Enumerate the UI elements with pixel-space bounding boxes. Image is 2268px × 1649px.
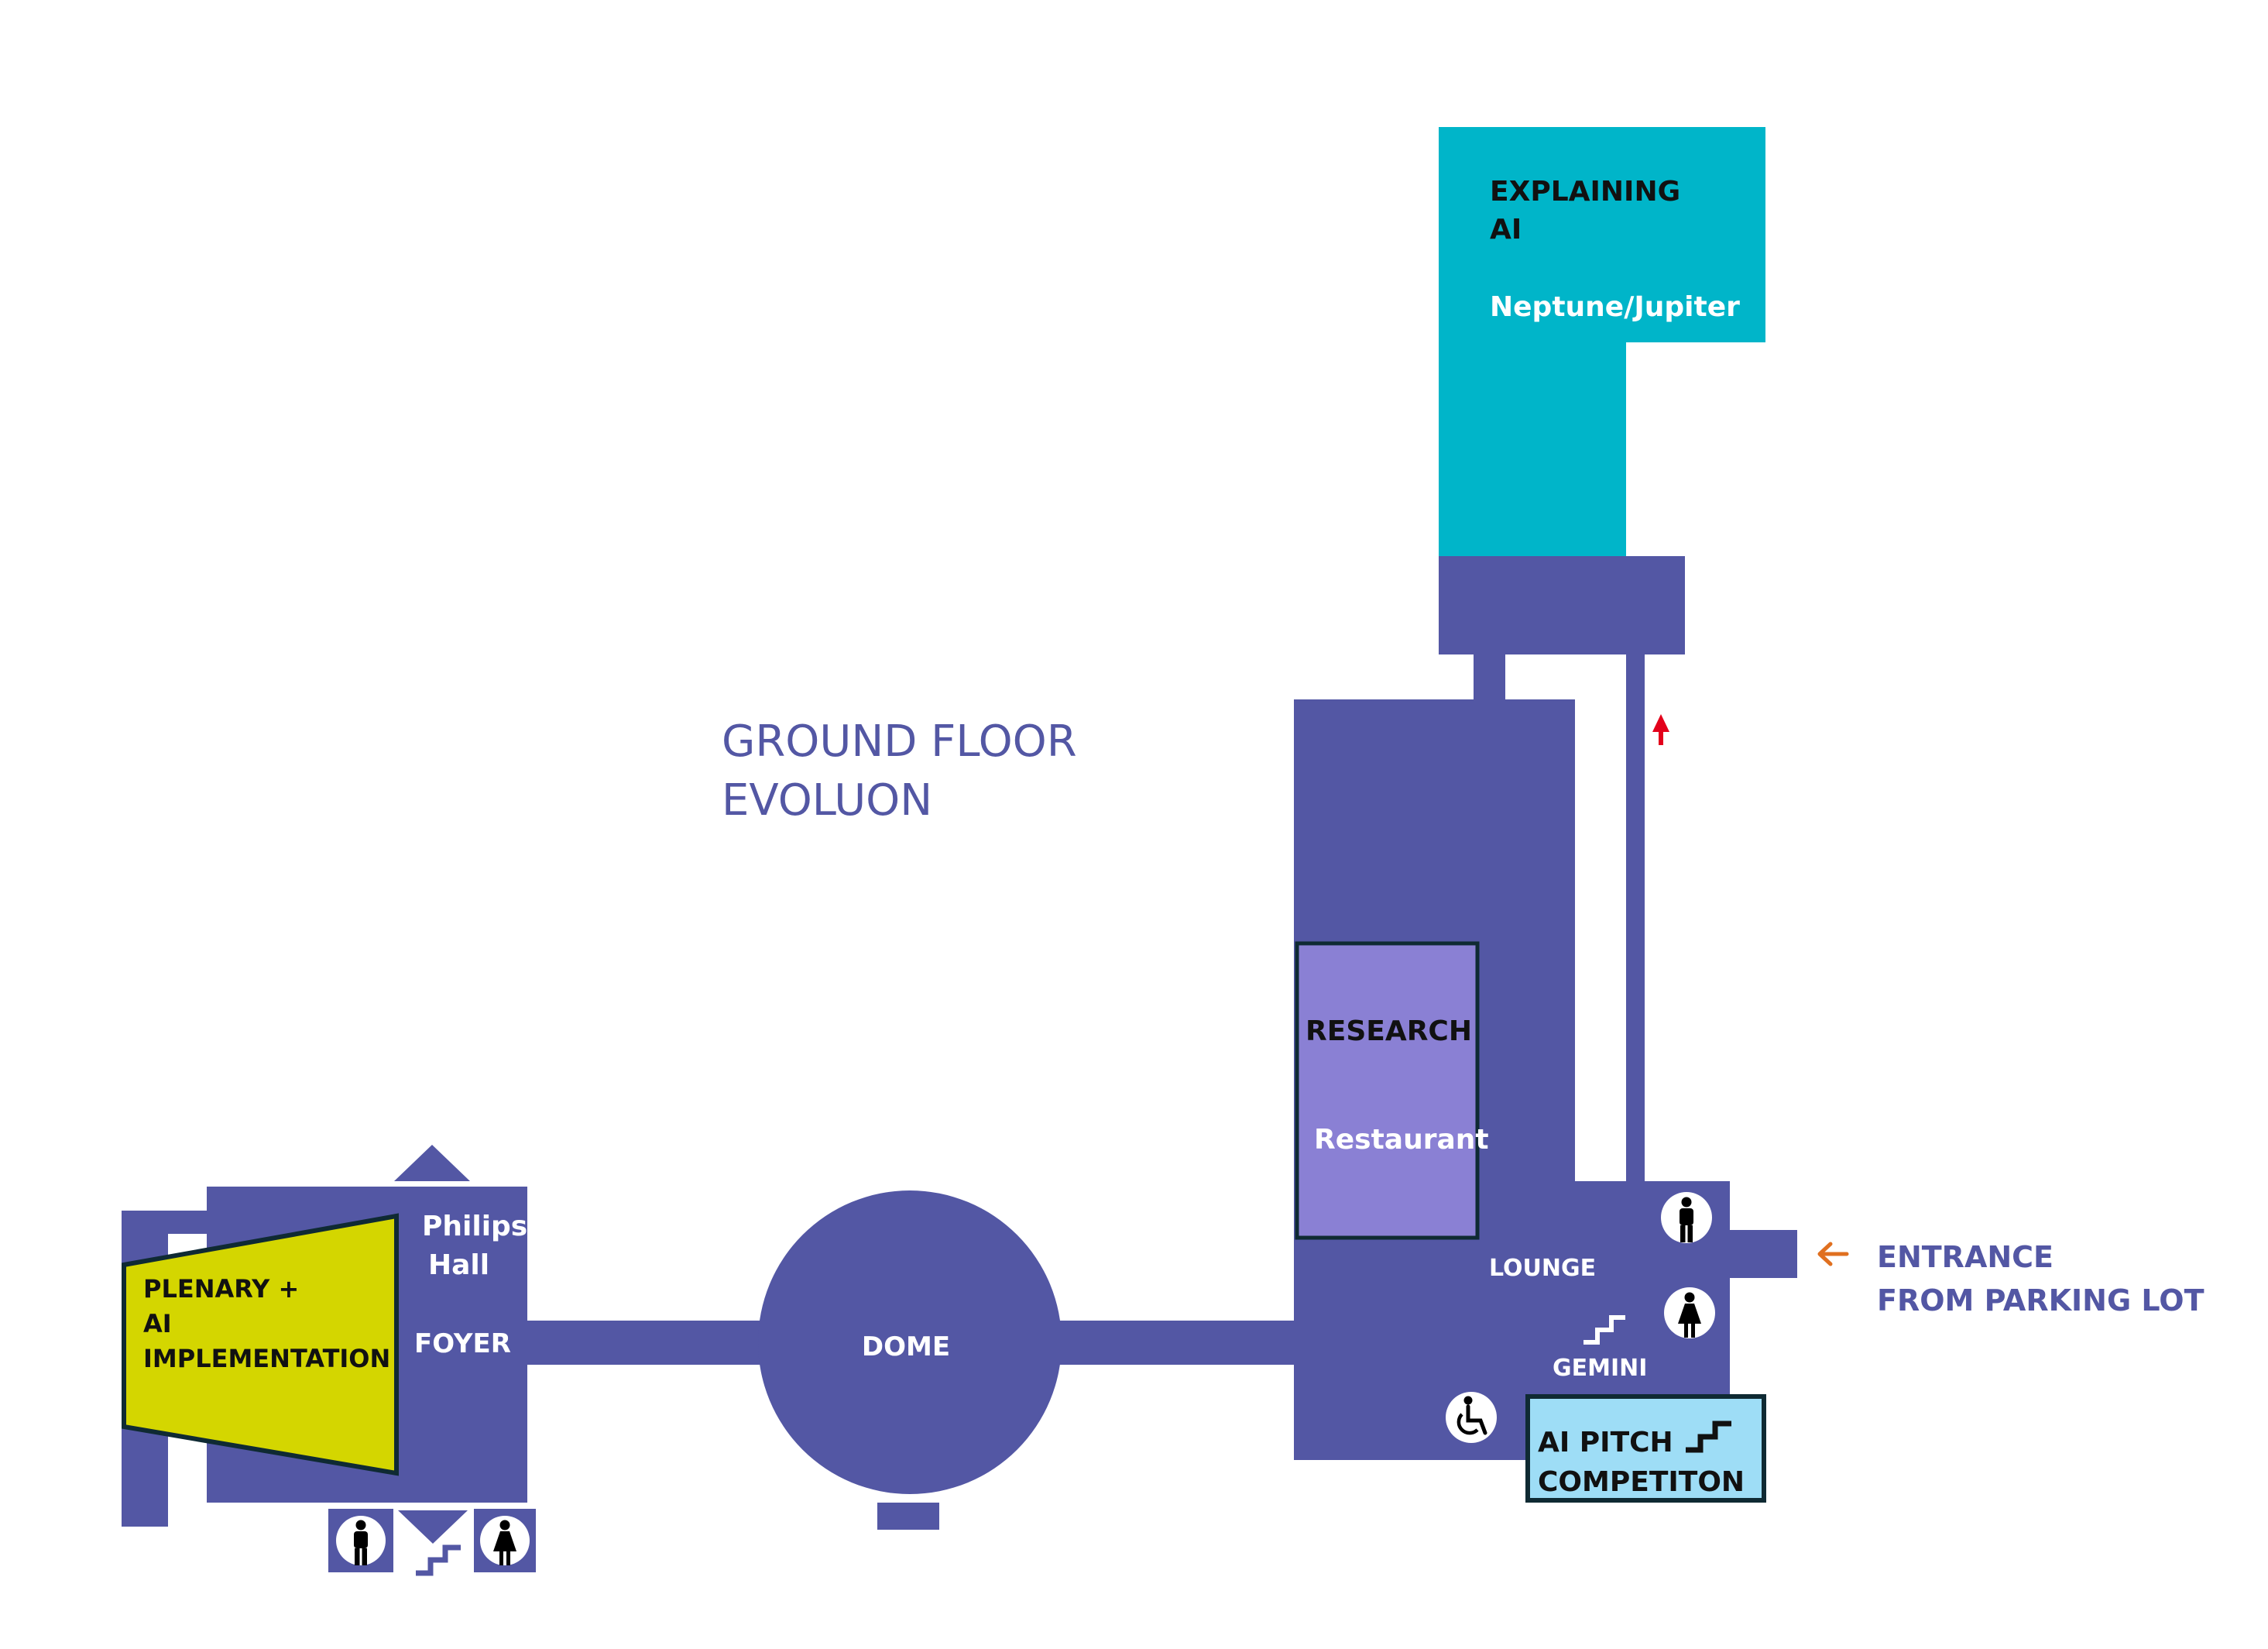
connector-pillar-left [1474, 653, 1505, 701]
dome-shape [758, 1190, 1062, 1494]
room-ai-pitch[interactable]: AI PITCH COMPETITON [1525, 1394, 1766, 1503]
philips-hall-label-line2: Hall [428, 1249, 489, 1281]
plenary-label-line1: PLENARY + [143, 1274, 299, 1304]
entrance-stub [1728, 1230, 1797, 1278]
research-shape [1295, 941, 1480, 1240]
entrance-label-line2: FROM PARKING LOT [1877, 1283, 2205, 1317]
explaining-ai-label-line2: AI [1490, 214, 1522, 246]
plenary-label-line3: IMPLEMENTATION [143, 1344, 390, 1373]
foyer-label: FOYER [414, 1328, 511, 1359]
female-restroom-icon [474, 1509, 536, 1572]
plenary-shape [122, 1213, 399, 1476]
male-restroom-icon [328, 1509, 393, 1572]
arrow-up-icon [1652, 714, 1669, 745]
triangle-marker-icon [394, 1145, 470, 1181]
philips-hall-label-line1: Philips [422, 1211, 527, 1242]
male-restroom-icon [1661, 1192, 1712, 1243]
explaining-ai-shape [1439, 127, 1765, 556]
west-top-strip [122, 1211, 214, 1234]
plenary-label-line2: AI [143, 1309, 172, 1338]
research-label: RESEARCH [1306, 1015, 1472, 1047]
entrance-label-line1: ENTRANCE [1877, 1240, 2054, 1274]
restaurant-label: Restaurant [1314, 1124, 1489, 1156]
ai-pitch-label-line1: AI PITCH [1538, 1427, 1673, 1458]
room-explaining-ai[interactable]: EXPLAINING AI Neptune/Jupiter [1439, 127, 1765, 556]
ai-pitch-label-line2: COMPETITON [1538, 1466, 1745, 1498]
stairs-icon [1686, 1421, 1731, 1453]
explaining-ai-label-line1: EXPLAINING [1490, 176, 1680, 208]
dome-south-stub [877, 1503, 939, 1530]
room-research[interactable]: RESEARCH Restaurant [1295, 941, 1489, 1240]
connector-pillar-right [1626, 653, 1645, 1183]
gemini-label: GEMINI [1553, 1355, 1647, 1382]
building-shapes [122, 556, 1797, 1530]
lounge-label: LOUNGE [1489, 1255, 1596, 1282]
female-restroom-icon [1664, 1287, 1715, 1338]
arrow-left-icon [1817, 1242, 1849, 1266]
west-corridor [527, 1321, 765, 1365]
map-title-line1: GROUND FLOOR [722, 716, 1077, 767]
explaining-ai-label-line3: Neptune/Jupiter [1490, 291, 1740, 323]
ai-pitch-shape [1525, 1394, 1766, 1503]
east-corridor [1057, 1321, 1299, 1365]
explaining-base-bar [1439, 556, 1685, 654]
map-title-line2: EVOLUON [722, 775, 932, 826]
dome-label: DOME [862, 1331, 950, 1362]
room-plenary[interactable]: PLENARY + AI IMPLEMENTATION [122, 1213, 399, 1476]
stairs-icon [398, 1510, 468, 1576]
wheelchair-icon [1446, 1392, 1497, 1443]
stairs-icon [1583, 1315, 1625, 1345]
